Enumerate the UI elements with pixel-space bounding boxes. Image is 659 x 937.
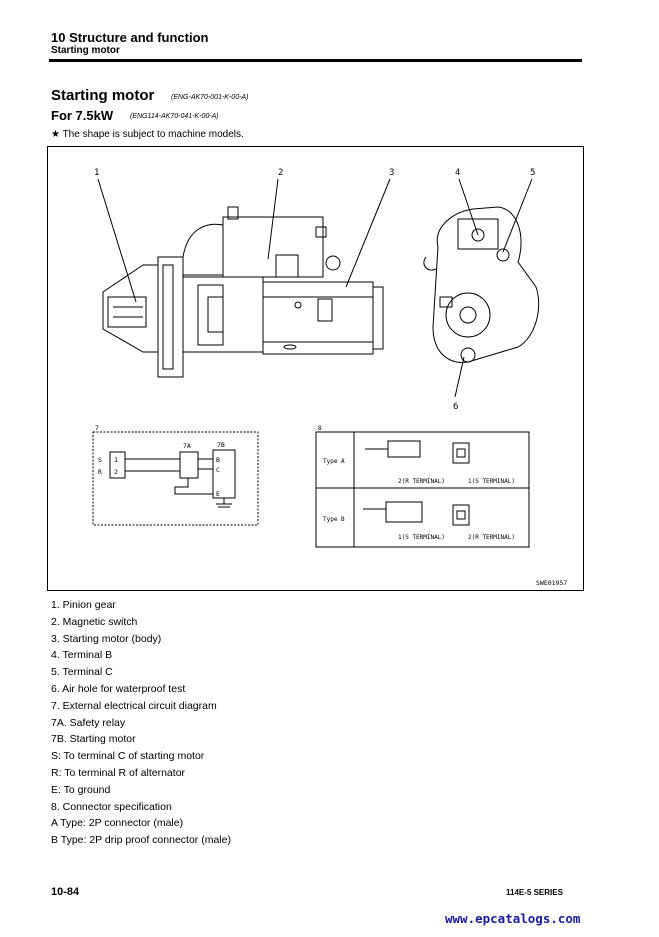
- page-number: 10-84: [51, 886, 80, 898]
- chapter-title: 10 Structure and function: [51, 30, 209, 45]
- legend-item: S: To terminal C of starting motor: [51, 750, 205, 763]
- legend-item: 2. Magnetic switch: [51, 615, 138, 628]
- legend-item: 4. Terminal B: [51, 649, 113, 662]
- terminal-b-label: B: [216, 456, 220, 464]
- pin-1-label: 1: [114, 456, 118, 464]
- legend-item: 8. Connector specification: [51, 800, 172, 813]
- motor-side-view: [102, 206, 384, 378]
- chapter-subtitle: Starting motor: [51, 45, 120, 56]
- callout-3: 3: [389, 168, 394, 178]
- starting-motor-figure: 1 2 3 4 5 6 7 7A 7B S R 1 2 B C E: [47, 146, 584, 591]
- callout-lines-front: [454, 178, 533, 398]
- type-b-r-terminal: 2(R TERMINAL): [468, 534, 515, 541]
- inset7-label: 7: [95, 424, 99, 432]
- legend-item: E: To ground: [51, 783, 111, 796]
- connector-spec-inset: [315, 431, 530, 548]
- legend-item: R: To terminal R of alternator: [51, 766, 186, 779]
- section-code: (ENG-AK70-001-K-00-A): [171, 94, 249, 101]
- legend-item: 7B. Starting motor: [51, 733, 136, 746]
- header-rule: [49, 59, 582, 62]
- type-b-label: Type B: [323, 516, 345, 523]
- terminal-r-label: R: [98, 468, 102, 476]
- terminal-s-label: S: [98, 456, 102, 464]
- legend-item: A Type: 2P connector (male): [51, 817, 184, 830]
- figure-code: SWE01957: [536, 579, 567, 587]
- legend-item: 3. Starting motor (body): [51, 632, 162, 645]
- terminal-c-label: C: [216, 466, 220, 474]
- legend-item: B Type: 2P drip proof connector (male): [51, 834, 231, 847]
- legend-list: 1. Pinion gear 2. Magnetic switch 3. Sta…: [51, 597, 231, 849]
- legend-item: 1. Pinion gear: [51, 599, 116, 611]
- safety-relay-label: 7A: [183, 442, 191, 450]
- terminal-e-label: E: [216, 490, 220, 498]
- legend-item: 7. External electrical circuit diagram: [51, 699, 217, 712]
- type-a-r-terminal: 2(R TERMINAL): [398, 478, 445, 485]
- callout-2: 2: [278, 168, 283, 178]
- legend-item: 7A. Safety relay: [51, 716, 126, 729]
- section-title: Starting motor: [51, 87, 155, 104]
- series-label: 114E-5 SERIES: [506, 888, 563, 897]
- pin-2-label: 2: [114, 468, 118, 476]
- callout-lines-side: [97, 178, 391, 303]
- circuit-diagram-inset: [92, 431, 259, 526]
- starting-motor-label: 7B: [217, 441, 225, 449]
- subsection-title: For 7.5kW: [51, 108, 114, 123]
- callout-1: 1: [94, 168, 99, 178]
- subsection-code: (ENG114-AK70-041-K-00-A): [130, 113, 219, 120]
- inset8-label: 8: [318, 425, 322, 432]
- callout-4: 4: [455, 168, 460, 178]
- callout-6: 6: [453, 402, 458, 412]
- type-b-s-terminal: 1(S TERMINAL): [398, 534, 445, 541]
- legend-item: 6. Air hole for waterproof test: [51, 682, 186, 695]
- model-note: ★ The shape is subject to machine models…: [51, 129, 244, 140]
- legend-item: 5. Terminal C: [51, 666, 113, 679]
- type-a-s-terminal: 1(S TERMINAL): [468, 478, 515, 485]
- watermark-link[interactable]: www.epcatalogs.com: [445, 911, 581, 926]
- type-a-label: Type A: [323, 458, 345, 465]
- motor-front-view: [423, 206, 540, 363]
- callout-5: 5: [530, 168, 535, 178]
